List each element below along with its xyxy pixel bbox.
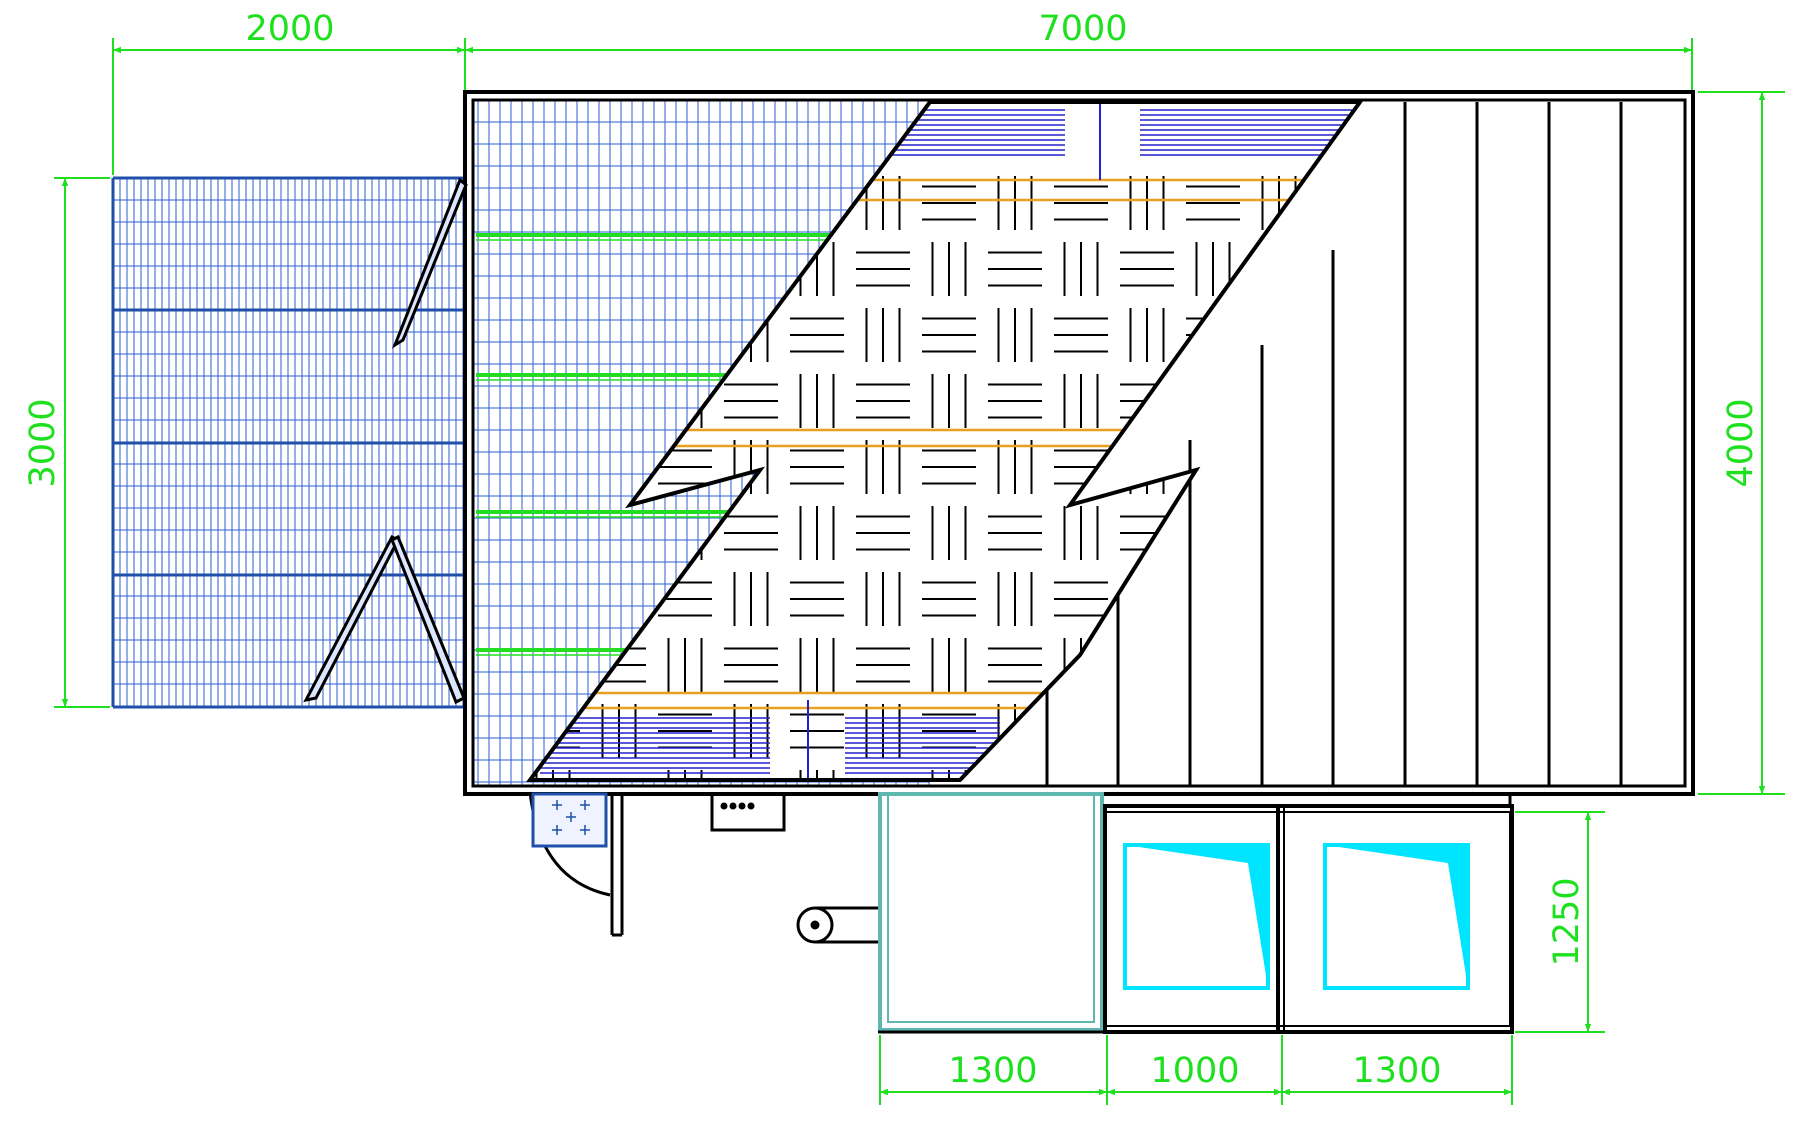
indicator-dot	[738, 802, 746, 810]
dim-annex: 1250	[1547, 877, 1587, 966]
glass-panel-frame	[1323, 843, 1470, 990]
right-plank-lines	[1045, 102, 1623, 786]
indicator-dot	[729, 802, 737, 810]
main-enclosure-inner	[471, 98, 1687, 788]
deck-braces	[303, 177, 468, 705]
left-deck-grid	[111, 176, 465, 709]
parquet-outline	[526, 100, 1364, 782]
dimension-lines	[54, 38, 1785, 1105]
glass-panel-reflection	[1125, 845, 1268, 988]
dimension-labels: 2000 7000 3000 4000 1250 1300 1000 1300	[23, 9, 1761, 1091]
indicator-dot	[747, 802, 755, 810]
green-joists	[476, 233, 840, 656]
glass-panel-reflection	[1325, 845, 1468, 988]
indicator-dot	[720, 802, 728, 810]
glass-panels	[1123, 843, 1470, 990]
annex-door-marks	[552, 800, 755, 835]
dim-top-left: 2000	[245, 9, 334, 49]
bottom-annex	[528, 791, 1514, 1034]
dim-bottom-first: 1300	[948, 1051, 1037, 1091]
parquet-background	[530, 102, 1360, 780]
dim-left: 3000	[23, 398, 63, 487]
dim-top-main: 7000	[1038, 9, 1127, 49]
dim-bottom-third: 1300	[1352, 1051, 1441, 1091]
dim-bottom-second: 1000	[1150, 1051, 1239, 1091]
dim-right: 4000	[1721, 398, 1761, 487]
glass-panel-frame	[1123, 843, 1270, 990]
